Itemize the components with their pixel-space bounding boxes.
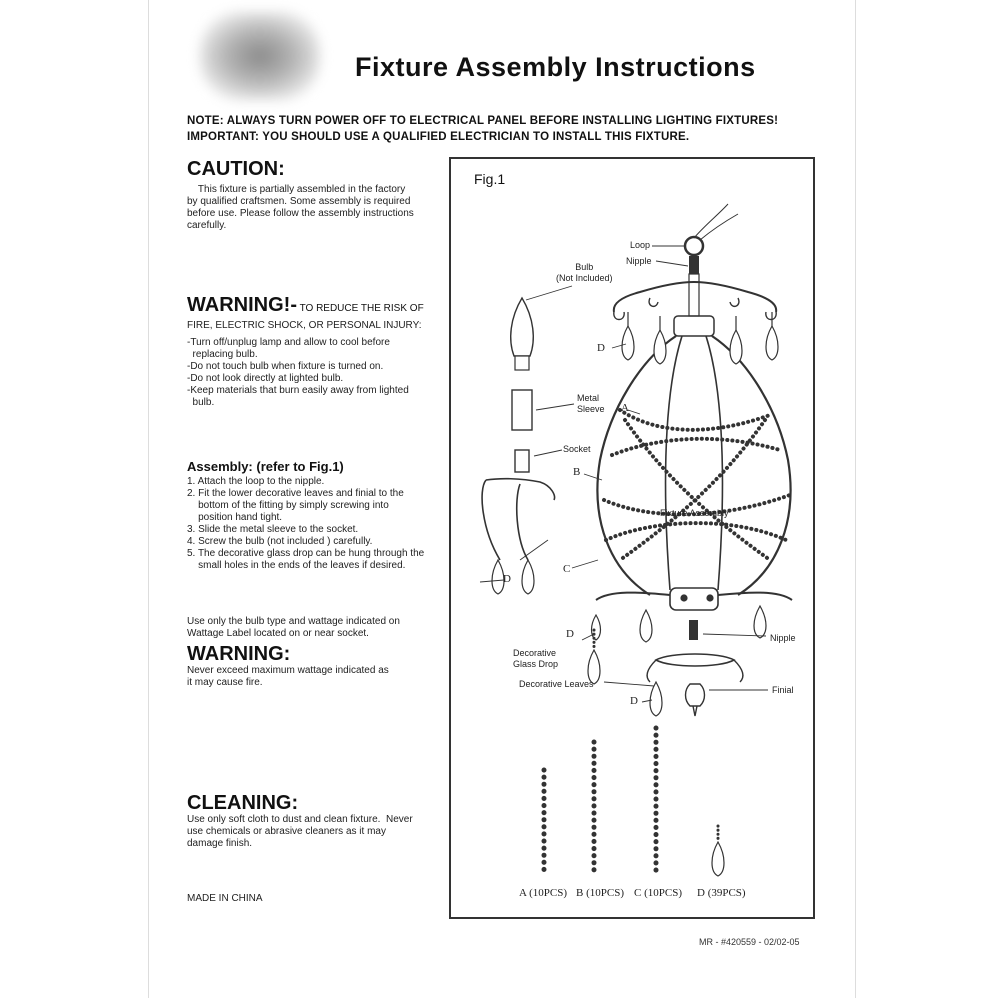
power-off-note: NOTE: ALWAYS TURN POWER OFF TO ELECTRICA…: [187, 115, 779, 127]
callout-finial: Finial: [772, 685, 794, 695]
crown-arms: [612, 281, 778, 313]
part-c-label: C (10PCS): [634, 887, 682, 899]
arm-detail-drops: [491, 558, 535, 595]
part-b-label: B (10PCS): [576, 887, 624, 899]
letter-c: C: [563, 563, 571, 575]
crown-scrolls: [613, 297, 777, 321]
document-number: MR - #420559 - 02/02-05: [699, 937, 800, 947]
cage-inner-rods: [664, 335, 724, 591]
wattage-warning-heading: WARNING:: [187, 643, 291, 665]
decorative-leaves: [654, 653, 736, 667]
caution-text: This fixture is partially assembled in t…: [187, 184, 414, 231]
bulb-base-icon: [514, 355, 530, 371]
strand-samples: [541, 725, 659, 879]
socket-icon: [514, 449, 530, 473]
lower-cup-hole-left: [680, 594, 688, 602]
bead-chains: [602, 408, 792, 562]
callout-leaves: Decorative Leaves: [519, 679, 594, 689]
callout-glass-drop: Decorative Glass Drop: [513, 648, 559, 669]
glass-drop: [587, 648, 601, 685]
callout-socket: Socket: [563, 444, 591, 454]
callout-nipple-bottom: Nipple: [770, 633, 796, 643]
leaf-drop: [649, 680, 663, 717]
warning-lead: TO REDUCE THE RISK OF: [296, 303, 424, 314]
leader-lines: [479, 245, 768, 703]
figure-frame: [449, 157, 815, 919]
part-d-label: D (39PCS): [697, 887, 746, 899]
letter-d-drop: D: [566, 628, 574, 640]
letter-d-leaf: D: [630, 695, 638, 707]
bottom-nipple: [689, 620, 698, 640]
center-stem: [688, 273, 700, 317]
crown-drops: [621, 312, 779, 365]
finial: [684, 683, 706, 717]
letter-d-crown: D: [597, 342, 605, 354]
warning-lead-2: FIRE, ELECTRIC SHOCK, OR PERSONAL INJURY…: [187, 320, 422, 331]
callout-nipple-top: Nipple: [626, 256, 652, 266]
cage-frame: [596, 335, 792, 596]
lower-arms: [595, 591, 793, 601]
hanging-wire: [693, 203, 739, 241]
lower-cup: [669, 587, 719, 611]
wattage-note: Use only the bulb type and wattage indic…: [187, 616, 400, 639]
made-in-label: MADE IN CHINA: [187, 893, 263, 904]
letter-b: B: [573, 466, 581, 478]
upper-cup: [673, 315, 715, 337]
callout-bulb: Bulb (Not Included): [556, 262, 613, 283]
warning-heading: WARNING!- TO REDUCE THE RISK OF: [187, 294, 424, 317]
page-title: Fixture Assembly Instructions: [355, 52, 756, 82]
strand-d-drop: [711, 840, 725, 877]
paper-sheet: [148, 0, 856, 998]
blurred-logo: [200, 12, 320, 100]
warning-items: -Turn off/unplug lamp and allow to cool …: [187, 337, 409, 408]
cleaning-text: Use only soft cloth to dust and clean fi…: [187, 814, 413, 849]
decorative-leaves-arms: [646, 659, 744, 683]
cleaning-heading: CLEANING:: [187, 792, 299, 814]
assembly-heading: Assembly: (refer to Fig.1): [187, 459, 344, 474]
letter-a: A: [621, 402, 629, 414]
part-a-label: A (10PCS): [519, 887, 567, 899]
callout-loop: Loop: [630, 240, 651, 250]
metal-sleeve-icon: [511, 389, 533, 431]
loop-ring: [683, 235, 705, 257]
wattage-warning-text: Never exceed maximum wattage indicated a…: [187, 665, 389, 688]
callout-metal-sleeve: Metal Sleeve: [577, 393, 605, 414]
lower-cup-hole-right: [706, 594, 714, 602]
assembly-steps: 1. Attach the loop to the nipple. 2. Fit…: [187, 476, 425, 571]
warning-heading-label: WARNING!-: [187, 294, 297, 316]
bulb-icon: [510, 296, 534, 357]
lower-drops: [590, 604, 767, 643]
caution-heading: CAUTION:: [187, 158, 285, 180]
loop-nipple: [689, 256, 699, 274]
electrician-note: IMPORTANT: YOU SHOULD USE A QUALIFIED EL…: [187, 131, 690, 143]
letter-d-arm: D: [503, 573, 511, 585]
figure-label: Fig.1: [474, 171, 506, 187]
arm-detail: [481, 477, 556, 561]
callout-fixture-assembly: Fixture Assembly: [660, 508, 729, 518]
